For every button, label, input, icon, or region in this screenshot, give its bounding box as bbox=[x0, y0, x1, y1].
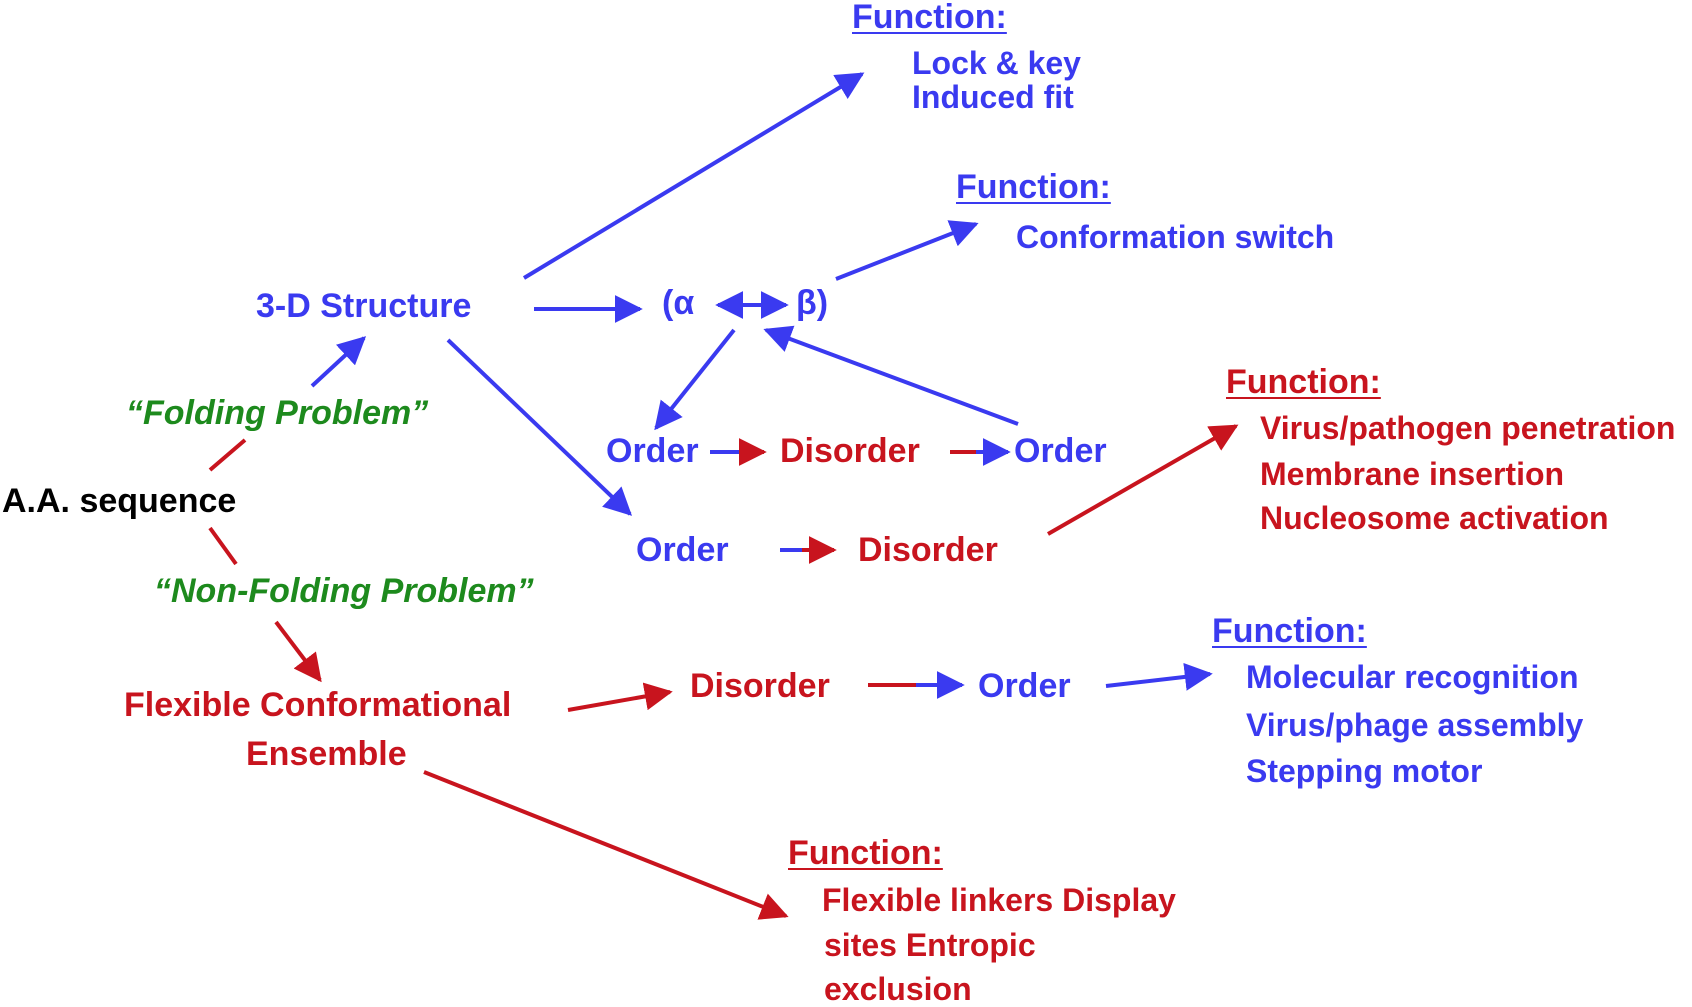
function-item-flexible-linkers: Flexible linkers Display bbox=[822, 882, 1176, 918]
flexible-ensemble-label-line1: Flexible Conformational bbox=[124, 686, 512, 724]
order-label-4: Order bbox=[978, 667, 1071, 705]
arrow-alpha-to-order bbox=[654, 328, 736, 431]
flexible-ensemble-label-line2: Ensemble bbox=[246, 735, 407, 773]
order-label-3: Order bbox=[636, 531, 729, 569]
arrow-nonfolding-to-ensemble bbox=[274, 620, 322, 683]
function-item-virus-penetration: Virus/pathogen penetration bbox=[1260, 410, 1676, 446]
disorder-label-2: Disorder bbox=[858, 531, 998, 569]
arrow-disorder-to-penetration-function bbox=[1047, 424, 1239, 536]
function-item-nucleosome-activation: Nucleosome activation bbox=[1260, 500, 1609, 536]
3d-structure-label: 3-D Structure bbox=[256, 287, 472, 325]
arrow-3d-to-order bbox=[446, 338, 633, 516]
order-label-2: Order bbox=[1014, 432, 1107, 470]
folding-problem-label: “Folding Problem” bbox=[126, 394, 429, 432]
function-item-molecular-recognition: Molecular recognition bbox=[1246, 659, 1579, 695]
function-heading-penetration: Function: bbox=[1226, 363, 1381, 401]
alpha-label: (α bbox=[662, 284, 695, 322]
function-heading-linkers: Function: bbox=[788, 834, 943, 872]
arrow-folding-to-3d bbox=[310, 336, 367, 388]
connector-aa-to-nonfolding bbox=[208, 526, 238, 566]
function-item-lock-key: Lock & key bbox=[912, 45, 1081, 81]
disorder-label-1: Disorder bbox=[780, 432, 920, 470]
disorder-label-3: Disorder bbox=[690, 667, 830, 705]
function-item-conformation-switch: Conformation switch bbox=[1016, 219, 1335, 255]
function-heading-lock-key: Function: bbox=[852, 0, 1007, 36]
arrow-ensemble-to-linkers-function bbox=[423, 770, 789, 920]
function-item-stepping-motor: Stepping motor bbox=[1246, 753, 1483, 789]
beta-label: β) bbox=[796, 284, 829, 322]
function-item-entropic-exclusion: exclusion bbox=[824, 971, 972, 1007]
arrow-order-back-to-beta bbox=[763, 325, 1019, 426]
aa-sequence-label: A.A. sequence bbox=[2, 482, 237, 520]
function-item-induced-fit: Induced fit bbox=[912, 79, 1074, 115]
function-item-membrane-insertion: Membrane insertion bbox=[1260, 456, 1565, 492]
arrow-order-to-recognition-function bbox=[1105, 662, 1213, 691]
function-item-display-sites: sites Entropic bbox=[824, 927, 1036, 963]
connector-aa-to-folding bbox=[208, 438, 247, 472]
arrow-3d-to-lockkey-function bbox=[522, 72, 865, 280]
order-label-1: Order bbox=[606, 432, 699, 470]
arrow-ensemble-to-disorder bbox=[567, 682, 673, 712]
non-folding-problem-label: “Non-Folding Problem” bbox=[154, 572, 534, 610]
function-heading-conformation-switch: Function: bbox=[956, 168, 1111, 206]
function-item-phage-assembly: Virus/phage assembly bbox=[1246, 707, 1584, 743]
arrow-beta-to-switch-function bbox=[835, 220, 979, 281]
function-heading-recognition: Function: bbox=[1212, 612, 1367, 650]
